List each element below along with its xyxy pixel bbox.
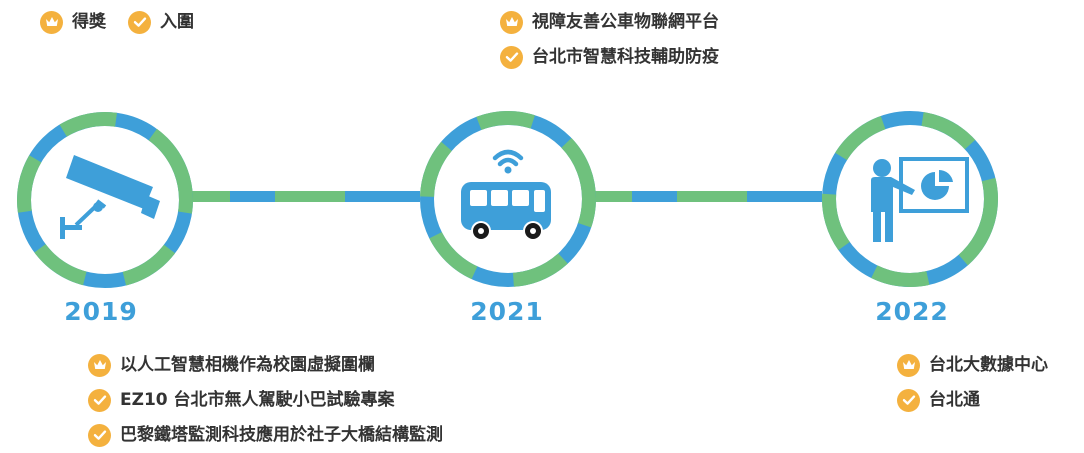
year-label-2021: 2021	[470, 297, 544, 326]
item-text: 台北大數據中心	[929, 355, 1048, 375]
check-icon	[897, 388, 920, 412]
crown-icon	[88, 353, 111, 377]
year-label-2022: 2022	[875, 297, 949, 326]
legend-finalist: 入圍	[128, 10, 194, 34]
item-text: EZ10 台北市無人駕駛小巴試驗專案	[120, 390, 395, 410]
list-item: 視障友善公車物聯網平台	[500, 10, 719, 34]
crown-icon	[500, 10, 523, 34]
legend-award: 得獎	[40, 10, 106, 34]
item-text: 巴黎鐵塔監測科技應用於社子大橋結構監測	[120, 425, 443, 445]
connector-2021-2022	[592, 191, 822, 202]
items-2019: 以人工智慧相機作為校園虛擬圍欄 EZ10 台北市無人駕駛小巴試驗專案 巴黎鐵塔監…	[88, 353, 443, 447]
timeline-node-2019	[17, 112, 193, 288]
legend: 得獎 入圍	[40, 10, 194, 34]
item-text: 以人工智慧相機作為校園虛擬圍欄	[120, 355, 375, 375]
list-item: EZ10 台北市無人駕駛小巴試驗專案	[88, 388, 443, 412]
list-item: 以人工智慧相機作為校園虛擬圍欄	[88, 353, 443, 377]
list-item: 台北市智慧科技輔助防疫	[500, 45, 719, 69]
check-icon	[128, 10, 151, 34]
legend-finalist-label: 入圍	[160, 12, 194, 32]
connector-2019-2021	[190, 191, 420, 202]
list-item: 台北大數據中心	[897, 353, 1048, 377]
timeline-node-2021	[420, 111, 596, 287]
crown-icon	[40, 10, 63, 34]
presentation-icon	[871, 157, 969, 242]
list-item: 台北通	[897, 388, 1048, 412]
items-2021: 視障友善公車物聯網平台 台北市智慧科技輔助防疫	[500, 10, 719, 69]
items-2022: 台北大數據中心 台北通	[897, 353, 1048, 412]
list-item: 巴黎鐵塔監測科技應用於社子大橋結構監測	[88, 423, 443, 447]
check-icon	[88, 388, 111, 412]
item-text: 台北通	[929, 390, 980, 410]
legend-award-label: 得獎	[72, 12, 106, 32]
crown-icon	[897, 353, 920, 377]
security-camera-icon	[60, 155, 160, 239]
item-text: 台北市智慧科技輔助防疫	[532, 47, 719, 67]
check-icon	[88, 423, 111, 447]
timeline-node-2022	[822, 111, 998, 287]
connected-bus-icon	[461, 149, 551, 241]
year-label-2019: 2019	[64, 297, 138, 326]
check-icon	[500, 45, 523, 69]
item-text: 視障友善公車物聯網平台	[532, 12, 719, 32]
